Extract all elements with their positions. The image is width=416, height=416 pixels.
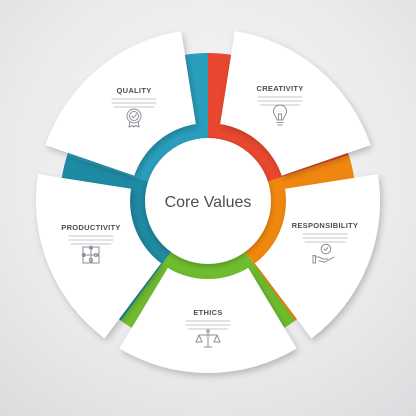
placeholder-lines-responsibility: [302, 233, 348, 243]
lightbulb-icon: [273, 104, 287, 126]
puzzle-icon: [81, 245, 100, 264]
placeholder-lines-quality: [111, 98, 157, 108]
segment-title-ethics: ETHICS: [193, 308, 222, 317]
center-label: Core Values: [165, 194, 252, 211]
segment-card-ethics: [119, 267, 297, 373]
segment-title-quality: QUALITY: [116, 86, 151, 95]
hand-check-icon: [312, 243, 335, 264]
placeholder-lines-ethics: [185, 320, 231, 330]
segment-title-responsibility: RESPONSIBILITY: [292, 221, 359, 230]
segment-title-productivity: PRODUCTIVITY: [61, 223, 120, 232]
segment-title-creativity: CREATIVITY: [256, 84, 303, 93]
placeholder-lines-productivity: [68, 235, 114, 245]
segment-card-responsibility: [254, 174, 381, 339]
segment-card-creativity: [220, 31, 371, 176]
medal-icon: [126, 108, 142, 128]
center-circle: [145, 138, 271, 264]
scales-icon: [195, 329, 221, 348]
